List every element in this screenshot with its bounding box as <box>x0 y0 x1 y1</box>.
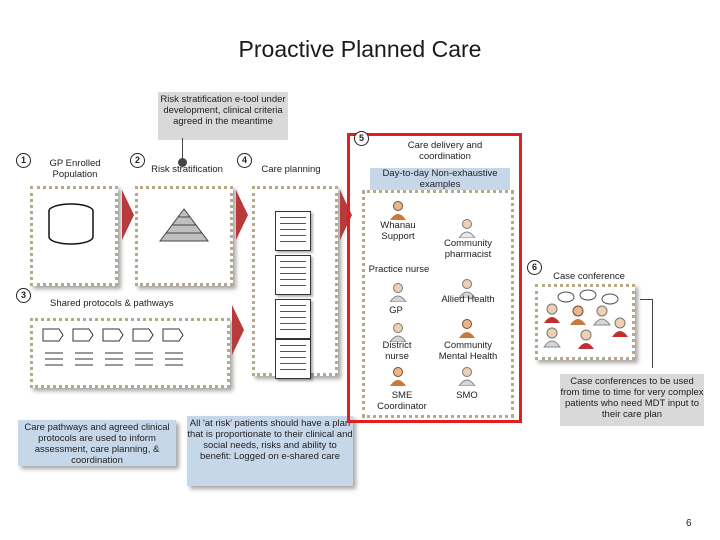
care-plan-document-icon <box>275 255 311 295</box>
step-4-label: Care planning <box>261 164 321 175</box>
whanau-label: Whanau Support <box>380 220 416 242</box>
population-panel <box>30 186 118 286</box>
connector-line <box>640 299 653 300</box>
step-2-label: Risk stratification <box>151 164 223 175</box>
case-conference-panel <box>535 284 635 360</box>
flow-arrow <box>236 190 248 240</box>
care-plan-document-icon <box>275 339 311 379</box>
pyramid-icon <box>159 208 209 242</box>
sme-coordinator-label: SME Coordinator <box>377 390 427 412</box>
page-number: 6 <box>686 518 692 529</box>
flow-arrow <box>232 305 244 355</box>
mental-health-person-icon <box>459 319 475 338</box>
meeting-icon <box>543 289 628 349</box>
connector-line <box>182 138 183 162</box>
day-to-day-note: Day-to-day Non-exhaustive examples <box>370 168 510 190</box>
gp-person-icon <box>389 283 407 302</box>
step-3-badge: 3 <box>16 288 31 303</box>
page-title: Proactive Planned Care <box>238 36 482 62</box>
step-5-label: Care delivery and coordination <box>407 140 483 162</box>
risk-tool-note: Risk stratification e-tool under develop… <box>158 92 288 140</box>
practice-nurse-label: Practice nurse <box>368 264 430 275</box>
step-3-label: Shared protocols & pathways <box>50 298 174 309</box>
pathways-panel <box>30 318 230 388</box>
mental-health-label: Community Mental Health <box>438 340 498 362</box>
allied-health-person-icon <box>458 279 476 298</box>
pharmacist-label: Community pharmacist <box>443 238 493 260</box>
care-plan-document-icon <box>275 211 311 251</box>
step-1-badge: 1 <box>16 153 31 168</box>
database-icon <box>48 203 94 245</box>
step-6-label: Case conference <box>553 271 625 282</box>
connector-line <box>652 300 653 368</box>
district-nurse-label: District nurse <box>382 340 412 362</box>
connector-dot <box>178 158 187 167</box>
case-conference-note: Case conferences to be used from time to… <box>560 374 704 426</box>
stratification-panel <box>135 186 233 286</box>
pathways-note: Care pathways and agreed clinical protoc… <box>18 420 176 466</box>
care-delivery-frame <box>347 133 522 423</box>
step-6-badge: 6 <box>527 260 542 275</box>
pharmacist-person-icon <box>458 219 476 238</box>
smo-person-icon <box>458 367 476 386</box>
step-5-badge: 5 <box>354 131 369 146</box>
gp-label: GP <box>389 305 403 316</box>
smo-label: SMO <box>456 390 478 401</box>
step-1-label: GP Enrolled Population <box>49 158 101 180</box>
allied-health-label: Allied Health <box>441 294 495 305</box>
district-nurse-person-icon <box>389 323 407 342</box>
step-2-badge: 2 <box>130 153 145 168</box>
at-risk-note: All 'at risk' patients should have a pla… <box>187 416 353 486</box>
care-plan-document-icon <box>275 299 311 339</box>
flowchart-icon <box>42 328 184 366</box>
step-4-badge: 4 <box>237 153 252 168</box>
sme-coordinator-person-icon <box>390 367 406 386</box>
whanau-person-icon <box>390 201 406 220</box>
care-team-panel <box>362 190 514 418</box>
care-planning-panel <box>252 186 338 379</box>
flow-arrow <box>122 190 134 240</box>
